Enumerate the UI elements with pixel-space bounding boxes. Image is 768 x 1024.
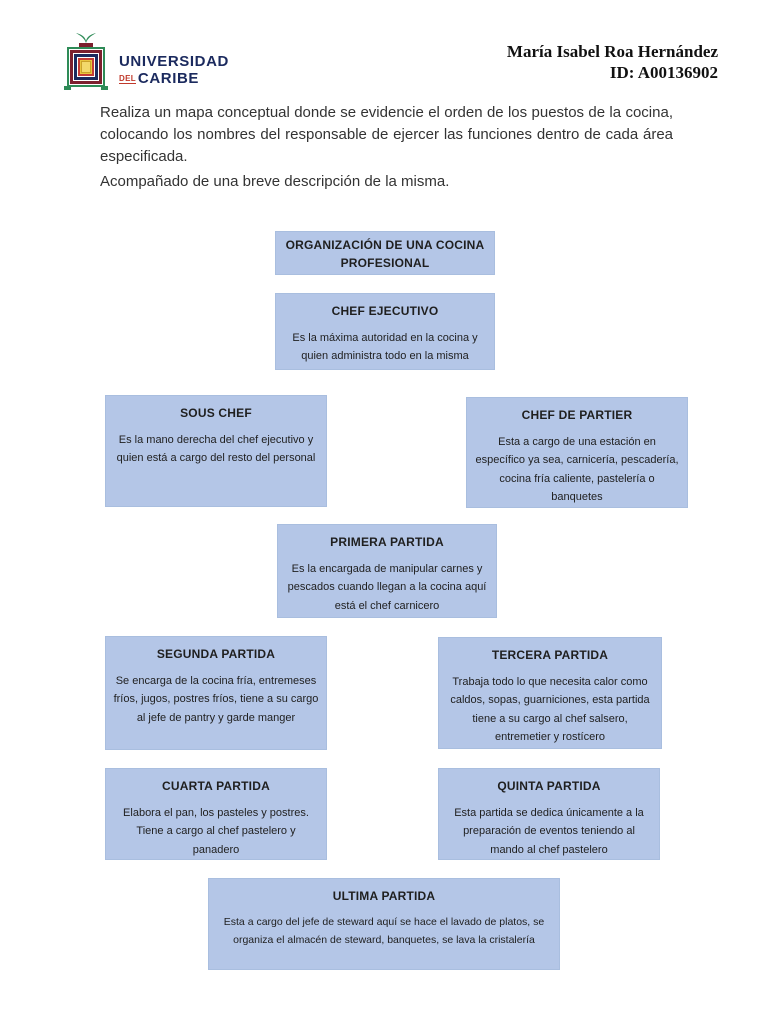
box-title: CUARTA PARTIDA [162, 779, 270, 793]
box-title: SEGUNDA PARTIDA [156, 647, 276, 661]
emblem-center [81, 61, 91, 73]
emblem-frame-red [78, 58, 94, 76]
emblem-cap [79, 43, 93, 47]
box-description: Se encarga de la cocina fría, entremeses… [113, 675, 319, 724]
emblem-frame-maroon [70, 50, 102, 84]
logo-del-label: DEL [119, 73, 136, 84]
box-description: Esta partida se dedica únicamente a la p… [454, 807, 644, 856]
box-description: Es la encargada de manipular carnes y pe… [287, 563, 487, 612]
diagram-box-ultima-partida: ULTIMA PARTIDA Esta a cargo del jefe de … [208, 878, 560, 970]
diagram-box-primera-partida: PRIMERA PARTIDA Es la encargada de manip… [277, 524, 497, 618]
box-description: Es la mano derecha del chef ejecutivo y … [116, 434, 316, 465]
box-title: TERCERA PARTIDA [491, 648, 609, 662]
leaf-sprout-icon [76, 33, 96, 43]
author-block: María Isabel Roa Hernández ID: A00136902 [507, 42, 718, 83]
box-description: Esta a cargo del jefe de steward aquí se… [223, 916, 545, 946]
box-description: Esta a cargo de una estación en específi… [475, 436, 679, 504]
diagram-box-segunda-partida: SEGUNDA PARTIDA Se encarga de la cocina … [105, 636, 327, 750]
box-title: SOUS CHEF [180, 406, 252, 420]
box-title: QUINTA PARTIDA [497, 779, 601, 793]
diagram-box-tercera-partida: TERCERA PARTIDA Trabaja todo lo que nece… [438, 637, 662, 749]
diagram-box-chef-de-partier: CHEF DE PARTIER Esta a cargo de una esta… [466, 397, 688, 508]
diagram-box-quinta-partida: QUINTA PARTIDA Esta partida se dedica ún… [438, 768, 660, 860]
box-title: ORGANIZACIÓN DE UNA COCINA PROFESIONAL [285, 238, 485, 270]
diagram-box-organizacion: ORGANIZACIÓN DE UNA COCINA PROFESIONAL [275, 231, 495, 275]
box-title: ULTIMA PARTIDA [332, 889, 436, 903]
box-description: Es la máxima autoridad en la cocina y qu… [292, 332, 478, 363]
logo-universidad-label: UNIVERSIDAD [119, 52, 229, 70]
box-title: CHEF DE PARTIER [521, 408, 633, 422]
box-title: CHEF EJECUTIVO [331, 304, 439, 318]
emblem-frame-green [67, 47, 105, 87]
description-note: Acompañado de una breve descripción de l… [100, 173, 450, 190]
diagram-box-chef-ejecutivo: CHEF EJECUTIVO Es la máxima autoridad en… [275, 293, 495, 370]
author-id: ID: A00136902 [609, 62, 718, 82]
box-title: PRIMERA PARTIDA [330, 535, 444, 549]
instruction-paragraph: Realiza un mapa conceptual donde se evid… [100, 104, 673, 165]
diagram-box-sous-chef: SOUS CHEF Es la mano derecha del chef ej… [105, 395, 327, 507]
box-description: Elabora el pan, los pasteles y postres. … [123, 807, 309, 856]
university-emblem-icon [62, 32, 110, 90]
emblem-feet [64, 86, 108, 90]
diagram-box-cuarta-partida: CUARTA PARTIDA Elabora el pan, los paste… [105, 768, 327, 860]
author-name: María Isabel Roa Hernández [506, 42, 718, 61]
emblem-frame-navy [74, 54, 98, 80]
box-description: Trabaja todo lo que necesita calor como … [450, 676, 650, 744]
